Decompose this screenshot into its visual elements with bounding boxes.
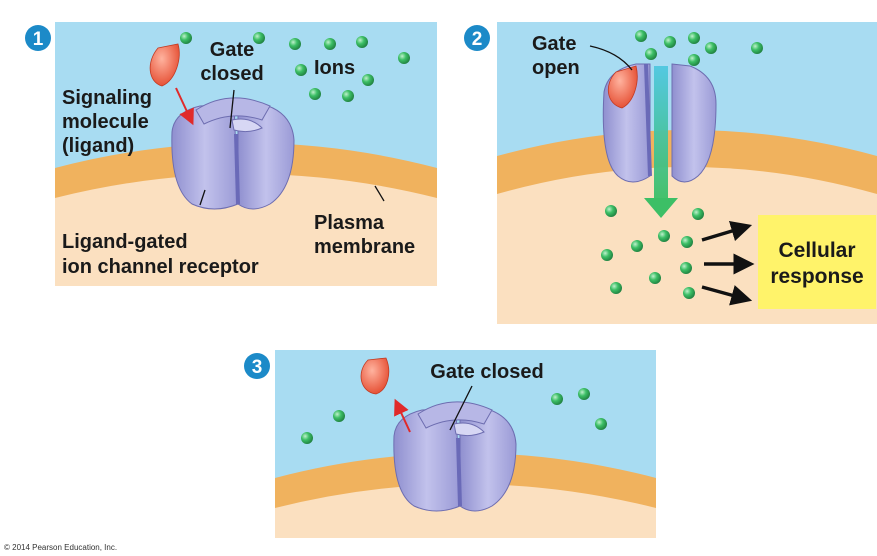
response-arrows bbox=[701, 220, 755, 306]
svg-text:3: 3 bbox=[252, 357, 263, 378]
gate-open-label-1: Gate bbox=[532, 33, 576, 55]
panel-3: 3 Gate closed bbox=[244, 350, 656, 538]
ligand-label-3: (ligand) bbox=[62, 135, 134, 157]
ion-channel-closed-3 bbox=[393, 401, 517, 512]
ions-panel-3 bbox=[301, 388, 607, 444]
gate-closed-3 bbox=[453, 422, 485, 437]
gate-closed bbox=[231, 118, 263, 133]
ions-label: Ions bbox=[314, 57, 355, 79]
gate-closed-label-2: closed bbox=[200, 63, 263, 85]
cytoplasm-3 bbox=[275, 484, 656, 538]
membrane-label-1: Plasma bbox=[314, 212, 385, 234]
panel-2: Cellular response 2 Gate open bbox=[464, 22, 877, 324]
released-ligand bbox=[360, 357, 390, 395]
step-badge-2: 2 bbox=[464, 25, 490, 51]
svg-text:2: 2 bbox=[472, 29, 483, 50]
ion-flow-arrow bbox=[644, 66, 678, 218]
gate-open-label-2: open bbox=[532, 57, 580, 79]
receptor-label-1: Ligand-gated bbox=[62, 231, 188, 253]
gate-closed-label-3: Gate closed bbox=[430, 361, 543, 383]
ion-channel-closed bbox=[171, 97, 295, 210]
panel-1: 1 Gate closed Ions Signaling molecule (l… bbox=[25, 22, 437, 286]
ligand-label-1: Signaling bbox=[62, 87, 152, 109]
ions-panel-1 bbox=[180, 32, 410, 102]
copyright-notice: © 2014 Pearson Education, Inc. bbox=[4, 543, 118, 552]
svg-text:1: 1 bbox=[33, 29, 44, 50]
cytoplasm bbox=[55, 174, 437, 286]
membrane-label-2: membrane bbox=[314, 236, 415, 258]
response-label-2: response bbox=[770, 265, 863, 288]
binding-arrow bbox=[175, 87, 194, 126]
gate-closed-label-1: Gate bbox=[210, 39, 254, 61]
response-label-1: Cellular bbox=[778, 239, 855, 262]
cellular-response-box bbox=[758, 215, 876, 309]
ligand-label-2: molecule bbox=[62, 111, 149, 133]
signaling-ligand bbox=[149, 43, 180, 87]
receptor-label-2: ion channel receptor bbox=[62, 256, 259, 278]
ions-panel-2-inside bbox=[601, 205, 704, 299]
release-arrow bbox=[394, 398, 411, 433]
bound-ligand bbox=[608, 65, 638, 109]
ions-panel-2-outside bbox=[635, 30, 763, 66]
step-badge-1: 1 bbox=[25, 25, 51, 51]
step-badge-3: 3 bbox=[244, 353, 270, 379]
